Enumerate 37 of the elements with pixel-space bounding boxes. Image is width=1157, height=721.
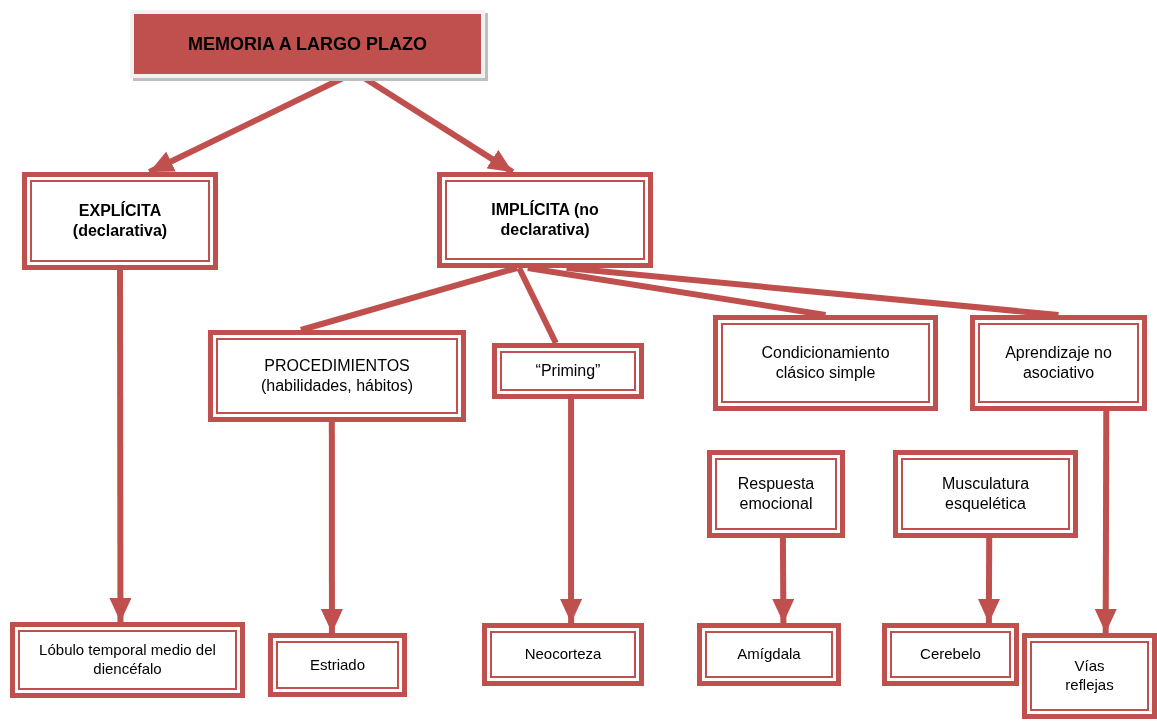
double-border-box bbox=[707, 450, 845, 538]
node-label: Condicionamiento clásico simple bbox=[760, 343, 891, 383]
arrow bbox=[772, 537, 795, 624]
node-label: Cerebelo bbox=[920, 645, 981, 664]
double-border-box bbox=[268, 633, 407, 697]
node-label: Lóbulo temporal medio del diencéfalo bbox=[38, 641, 217, 679]
arrow bbox=[1094, 411, 1117, 633]
arrow bbox=[320, 422, 343, 633]
double-border-box bbox=[437, 172, 653, 268]
double-border-box bbox=[882, 623, 1019, 686]
node-label: Aprendizaje no asociativo bbox=[1004, 343, 1113, 383]
node-label: PROCEDIMIENTOS (habilidades, hábitos) bbox=[259, 356, 415, 396]
arrow bbox=[977, 538, 1000, 623]
double-border-box bbox=[713, 315, 938, 411]
double-border-box bbox=[208, 330, 466, 422]
double-border-box bbox=[492, 343, 644, 399]
node-label: Vías reflejas bbox=[1064, 657, 1115, 695]
node-label: Respuesta emocional bbox=[736, 474, 816, 514]
double-border-box bbox=[482, 623, 644, 686]
connector-line bbox=[516, 266, 559, 345]
node-label: Neocorteza bbox=[524, 645, 602, 664]
arrow bbox=[109, 270, 132, 622]
node-label: EXPLÍCITA (declarativa) bbox=[71, 201, 169, 241]
node-label: MEMORIA A LARGO PLAZO bbox=[188, 32, 427, 56]
double-border-box bbox=[22, 172, 218, 270]
double-border-box bbox=[893, 450, 1078, 538]
node-label: Musculatura esquelética bbox=[940, 474, 1031, 514]
double-border-box bbox=[697, 623, 841, 686]
title-box bbox=[130, 10, 485, 78]
arrow bbox=[560, 399, 583, 623]
double-border-box bbox=[1022, 633, 1157, 719]
node-label: “Priming” bbox=[535, 361, 601, 381]
node-label: IMPLÍCITA (no declarativa) bbox=[490, 200, 600, 240]
node-label: Estriado bbox=[310, 655, 365, 675]
double-border-box bbox=[10, 622, 245, 698]
node-label: Amígdala bbox=[737, 645, 801, 664]
double-border-box bbox=[970, 315, 1147, 411]
